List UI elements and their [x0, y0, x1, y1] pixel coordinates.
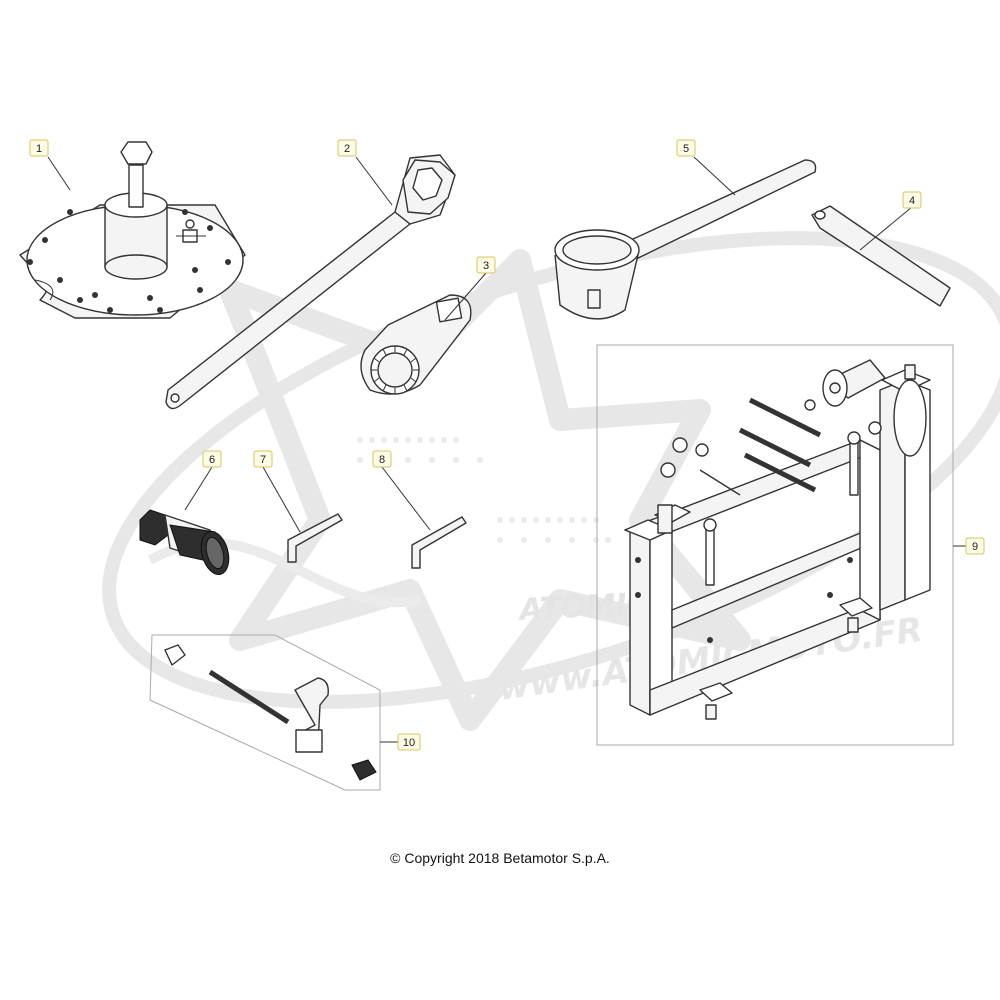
svg-text:6: 6	[209, 454, 215, 466]
callout-2: 2	[337, 139, 357, 157]
callout-8: 8	[372, 450, 392, 468]
part-2-star-wrench	[165, 154, 456, 410]
part-5-ring-spanner	[554, 159, 817, 320]
part-1-flywheel-puller	[19, 141, 246, 319]
part-9-engine-stand	[624, 359, 931, 720]
part-7-allen-key	[287, 513, 343, 563]
svg-text:3: 3	[483, 260, 489, 272]
svg-text:5: 5	[683, 143, 689, 155]
svg-text:1: 1	[36, 143, 42, 155]
callout-4: 4	[902, 191, 922, 209]
svg-text:4: 4	[909, 195, 915, 207]
svg-text:7: 7	[260, 454, 266, 466]
svg-text:9: 9	[972, 541, 978, 553]
callout-6: 6	[202, 450, 222, 468]
part-6-socket-adapter	[139, 509, 230, 576]
part-3-splined-holder	[360, 294, 472, 395]
callout-1: 1	[29, 139, 49, 157]
part-10-group-frame	[149, 634, 381, 791]
part-10-bracket-kit	[164, 644, 377, 781]
copyright-notice: © Copyright 2018 Betamotor S.p.A.	[390, 850, 610, 866]
svg-text:10: 10	[403, 737, 415, 749]
callout-5: 5	[676, 139, 696, 157]
callout-7: 7	[253, 450, 273, 468]
leader-lines	[47, 156, 966, 743]
svg-text:2: 2	[344, 143, 350, 155]
part-9-group-frame	[596, 344, 954, 746]
watermark-brand: ATOMIC	[517, 586, 650, 628]
svg-text:8: 8	[379, 454, 385, 466]
part-8-allen-key	[411, 516, 467, 569]
callout-9: 9	[965, 537, 985, 555]
callout-10: 10	[397, 733, 421, 751]
callout-3: 3	[476, 256, 496, 274]
part-4-flat-lever	[811, 205, 951, 307]
